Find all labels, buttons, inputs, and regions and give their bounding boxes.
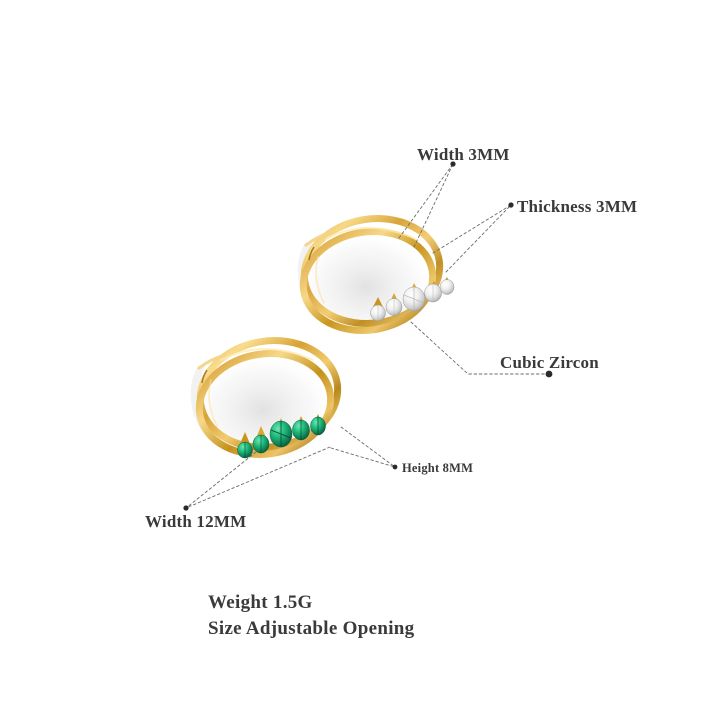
product-image-ring-white-zircon [288,205,463,350]
callout-dot-thickness-3mm [508,202,514,208]
callout-label-cubic-zircon: Cubic Zircon [500,353,599,372]
callout-label-height-8mm: Height 8MM [402,461,474,475]
spec-size-adjustable: Size Adjustable Opening [208,618,415,639]
product-image-ring-green-zircon [183,326,361,474]
callout-dot-width-12mm [183,505,189,511]
callout-label-thickness-3mm: Thickness 3MM [517,197,638,216]
spec-weight: Weight 1.5G [208,592,313,613]
callout-label-width-12mm: Width 12MM [145,512,247,531]
callout-dot-height-8mm [392,464,398,470]
callout-label-width-3mm: Width 3MM [417,145,510,164]
